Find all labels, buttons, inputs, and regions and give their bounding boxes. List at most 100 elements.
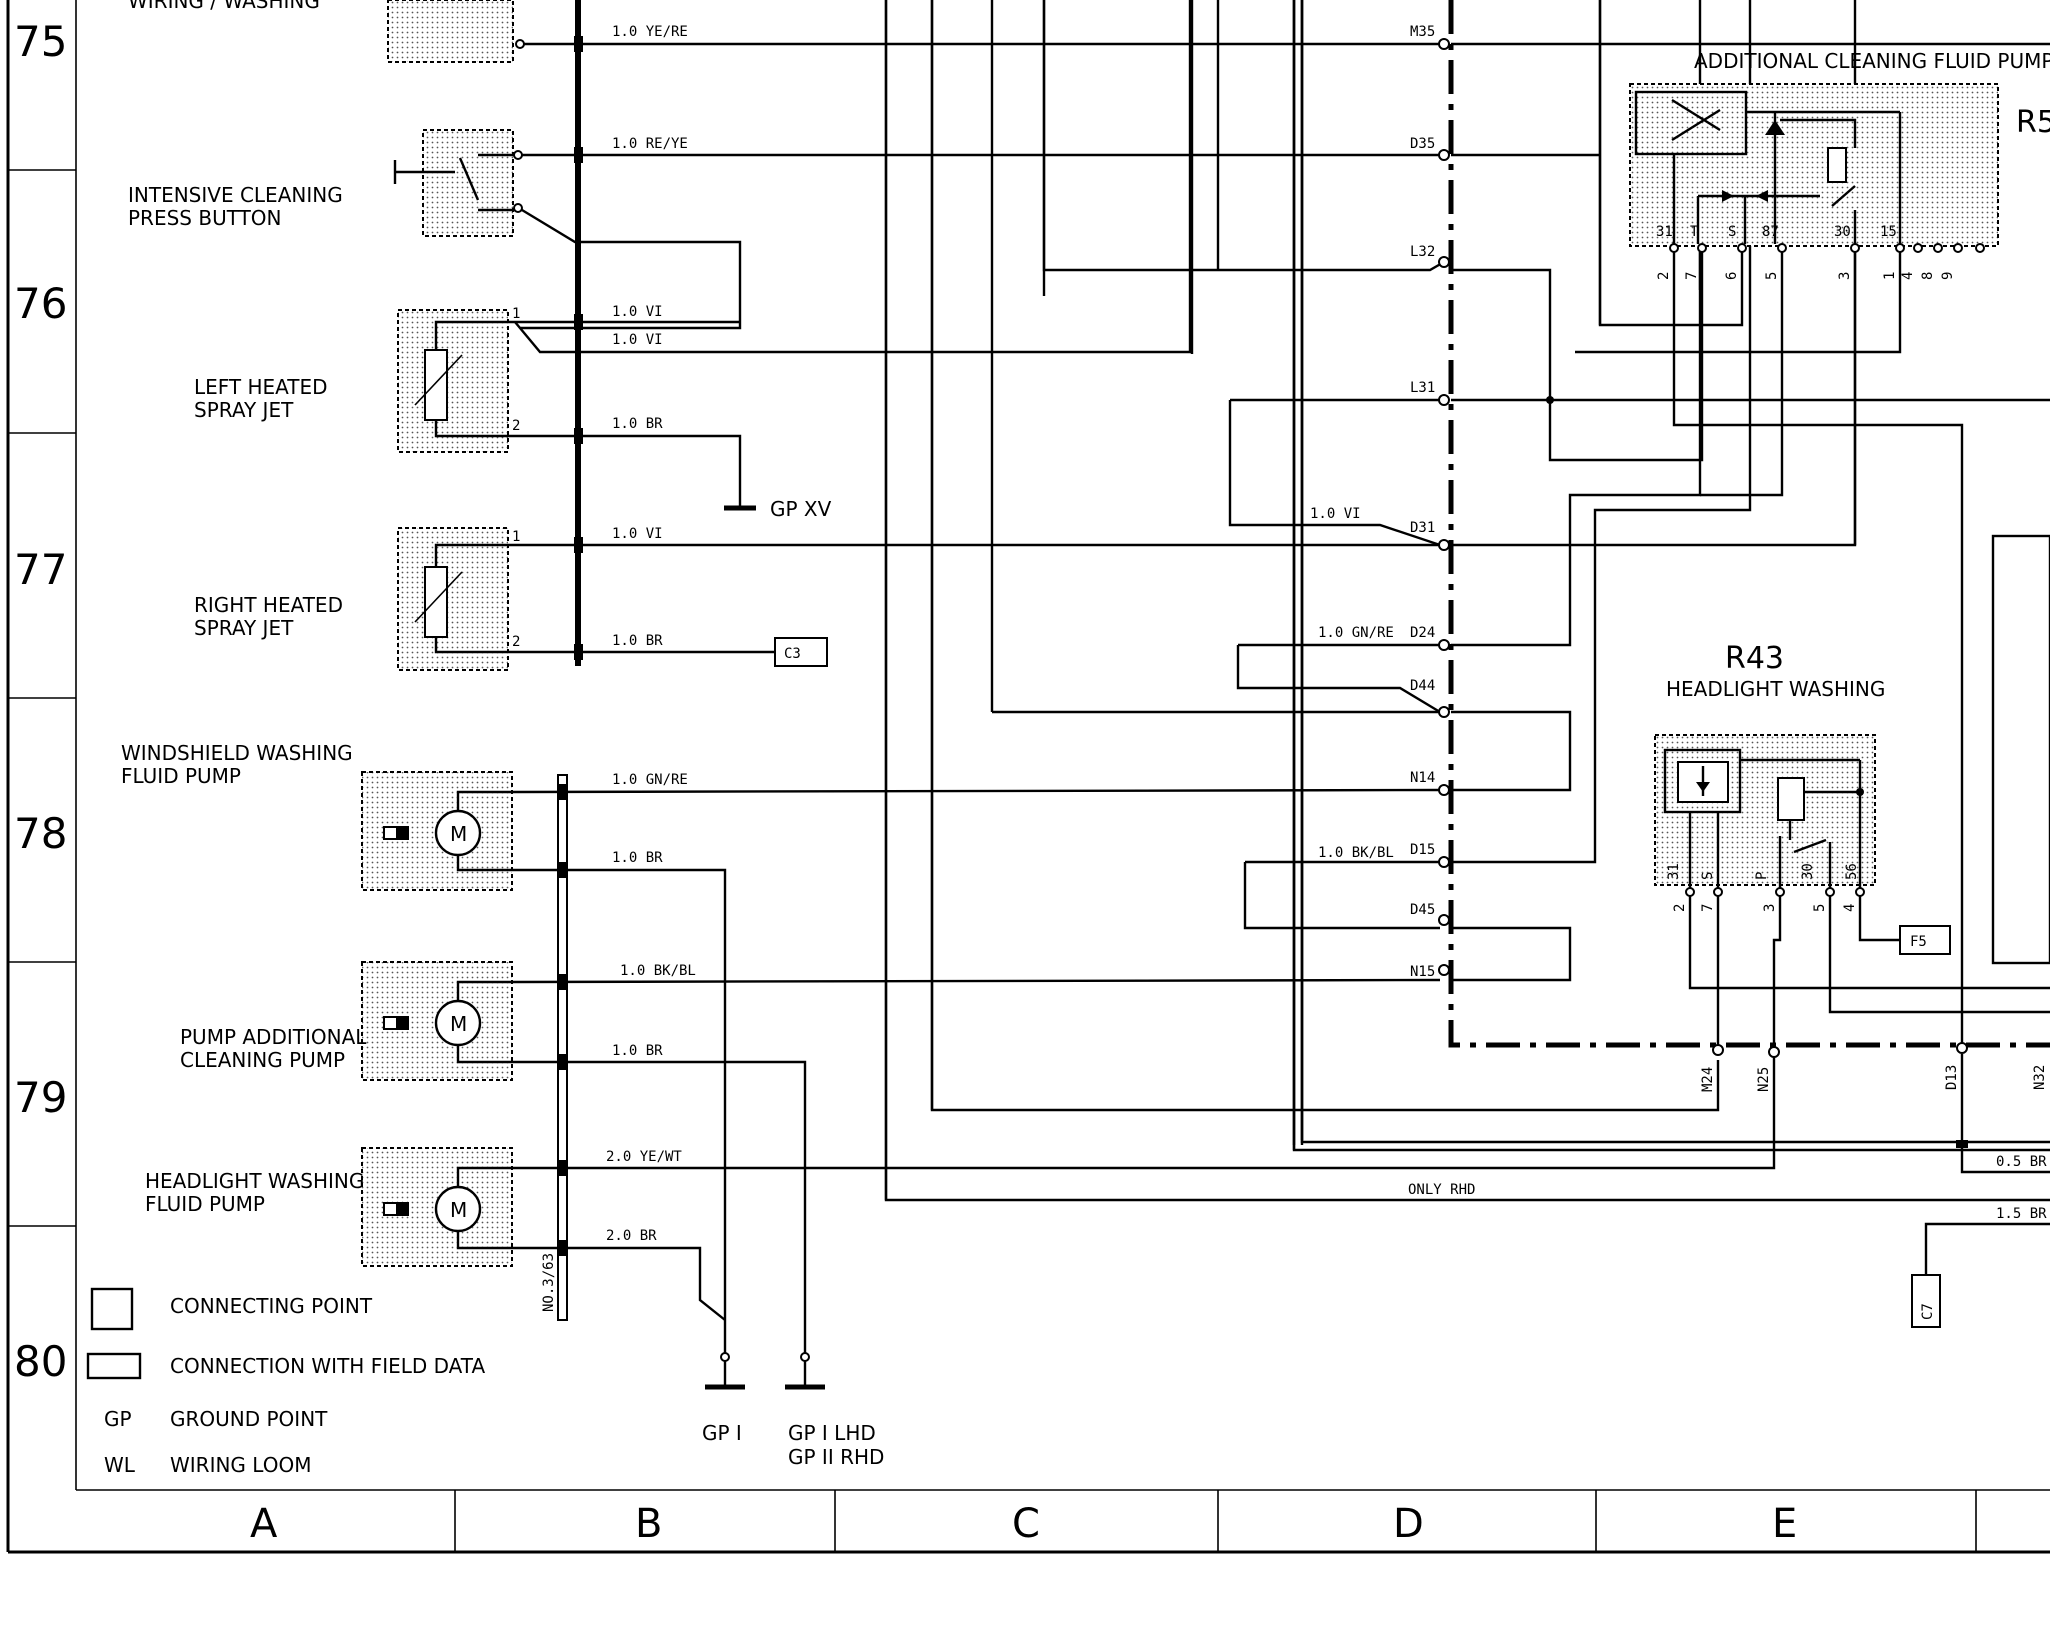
column-label: D (1393, 1501, 1424, 1547)
column-labels: A B C D E (250, 1501, 1797, 1547)
r43-name: HEADLIGHT WASHING (1666, 677, 1885, 701)
wire-left-jet-ground (515, 434, 742, 506)
washing-switch-top (387, 0, 514, 63)
wire-only-rhd (884, 0, 2050, 1202)
box-label: C3 (784, 646, 801, 662)
wire-label: 1.0 BR (612, 850, 663, 866)
wire-d24-loop (1236, 645, 1441, 714)
ground-gp-i (705, 1320, 745, 1390)
right-heated-spray-jet (397, 527, 515, 671)
gp-ii-rhd-label: GP II RHD (788, 1445, 884, 1469)
wire-d15-loop (1243, 862, 1440, 930)
row-label: 76 (14, 279, 67, 328)
legend-wl-abbr: WL (104, 1453, 136, 1477)
legend-gp-text: GROUND POINT (170, 1407, 328, 1431)
r5-pin: 15 (1880, 224, 1897, 240)
r43-pin: P (1754, 872, 1770, 880)
connector-label: N25 (1756, 1067, 1772, 1092)
legend: CONNECTING POINT CONNECTION WITH FIELD D… (86, 1287, 485, 1477)
wire-d31-right (1451, 0, 1857, 547)
connector-label: D44 (1410, 678, 1435, 694)
wire-label: 1.0 VI (612, 332, 663, 348)
r43-pin: 3 (1762, 904, 1778, 912)
r43-wires (1688, 896, 2050, 1050)
wire-button-to-jet (520, 208, 742, 330)
connector-label: D24 (1410, 625, 1435, 641)
headlight-washing-pump: M (361, 1147, 515, 1267)
r5-pin: T (1690, 224, 1699, 240)
wire-d15-right (1451, 0, 1752, 864)
motor-symbol: M (450, 1198, 467, 1222)
r5-pin: 3 (1837, 272, 1853, 280)
row-75-wires (387, 0, 2050, 63)
wire-headlight-pump (515, 1050, 1776, 1170)
r5-terminals (1669, 243, 1985, 253)
windshield-washing-pump: M (361, 771, 515, 891)
bus-junctions (558, 36, 583, 1256)
connector-label: D31 (1410, 520, 1435, 536)
wire-label: 1.0 BK/BL (620, 963, 696, 979)
legend-wl-text: WIRING LOOM (170, 1453, 311, 1477)
wiring-loom (557, 774, 568, 1321)
wire-label: 1.0 GN/RE (1318, 625, 1394, 641)
motor-symbol: M (450, 1012, 467, 1036)
connector-label: M35 (1410, 24, 1435, 40)
loom-label: NO.3/63 (541, 1253, 557, 1312)
wire-double-a (1292, 0, 2050, 1152)
legend-field-data-icon (86, 1352, 142, 1380)
pump-additional-cleaning: M (361, 961, 515, 1081)
wire-d44-loop (1451, 710, 1572, 792)
connector-label: D35 (1410, 136, 1435, 152)
c3-box (774, 637, 828, 667)
r43-pin: 7 (1700, 904, 1716, 912)
row-label: 78 (14, 809, 67, 858)
c7-box (1911, 1274, 1941, 1328)
r43-pin: S (1700, 872, 1716, 880)
wire-l32 (1042, 0, 1445, 272)
r43-pin: 31 (1666, 863, 1682, 880)
r5-pin: 4 (1900, 272, 1916, 280)
wire-label: 1.0 GN/RE (612, 772, 688, 788)
r5-title: ADDITIONAL CLEANING FLUID PUMP (1694, 49, 2050, 73)
wire-windshield-pump-ground (515, 868, 727, 1320)
wire-pump-additional-ground (515, 1060, 807, 1320)
r43-pin: 2 (1672, 904, 1688, 912)
pin-label: 1 (512, 529, 520, 545)
wire-l32-right (1451, 268, 1552, 400)
connector-label: L31 (1410, 380, 1435, 396)
wire-loop-d31 (1228, 400, 1441, 547)
wire-m24 (930, 0, 1720, 1112)
row-label: 75 (14, 17, 67, 66)
r43-pin: 4 (1842, 904, 1858, 912)
r5-pin: 1 (1882, 272, 1898, 280)
r5-code: R5 (2016, 105, 2050, 140)
connector-label: N15 (1410, 964, 1435, 980)
pin-label: 2 (512, 418, 520, 434)
r5-pin: 30 (1834, 224, 1851, 240)
connector-label: D15 (1410, 842, 1435, 858)
r5-pin: 87 (1762, 224, 1779, 240)
connector-label: D13 (1944, 1065, 1960, 1090)
r5-pin: 7 (1684, 272, 1700, 280)
connector-label: N32 (2032, 1065, 2048, 1090)
right-module-edge (1991, 534, 2050, 965)
legend-field-data: CONNECTION WITH FIELD DATA (170, 1354, 485, 1378)
column-label: E (1772, 1501, 1797, 1547)
r5-module (1629, 83, 1999, 247)
wire-label: 1.0 BK/BL (1318, 845, 1394, 861)
f5-box (1899, 925, 1951, 955)
wire-d24-right (1451, 0, 1702, 647)
wire-pump-additional (514, 978, 1441, 984)
connector-label: N14 (1410, 770, 1435, 786)
r5-pin: 9 (1940, 272, 1956, 280)
row-label: 77 (14, 545, 67, 594)
wire-double-b (1300, 0, 2050, 1144)
row-label: 80 (14, 1337, 67, 1386)
wire-d45-loop (1451, 926, 1572, 982)
column-label: C (1012, 1501, 1040, 1547)
wire-windshield-pump (514, 788, 1441, 794)
pin-label: 1 (512, 306, 520, 322)
box-label: F5 (1910, 934, 1927, 950)
